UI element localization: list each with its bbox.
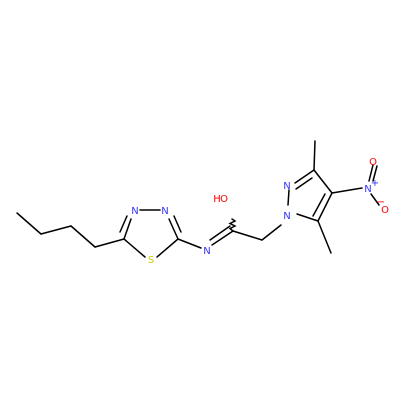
bond-butyl-2 xyxy=(40,225,72,235)
atom-label-n: N xyxy=(203,246,210,257)
butyl-chain xyxy=(16,212,125,248)
atom-label-n: N xyxy=(283,211,290,222)
bond-nitro-o-top xyxy=(368,164,374,182)
bond-n2-c3 xyxy=(294,169,315,184)
bond-c3-c4 xyxy=(313,169,333,194)
bond-c2-s xyxy=(156,238,179,258)
bond-c5-s xyxy=(123,238,146,258)
bond-c5-n4 xyxy=(123,218,132,240)
bond-ch2-pyrazole-n1 xyxy=(261,224,282,241)
atom-label-n: N xyxy=(283,181,290,192)
thiadiazole-ring xyxy=(119,209,182,258)
bond-n3-c2-double xyxy=(173,215,182,233)
bond-c5-methyl xyxy=(317,220,332,254)
atom-charge-minus: − xyxy=(377,197,385,208)
bond-c5-n4-double xyxy=(119,215,128,233)
nitro-group xyxy=(368,164,380,206)
imidic-linker xyxy=(177,218,282,249)
bond-c4-c5 xyxy=(317,192,333,222)
bond-nitro-o-top-double xyxy=(372,165,378,182)
atom-label-s: S xyxy=(148,255,154,266)
bond-n3-c2 xyxy=(168,218,179,240)
atom-label-n: N xyxy=(131,206,138,217)
bond-butyl-4 xyxy=(94,238,125,248)
atom-label-o: O xyxy=(369,157,377,168)
bond-c-ch2 xyxy=(232,230,263,241)
bond-butyl-1 xyxy=(16,212,42,235)
bond-butyl-3 xyxy=(70,225,96,248)
atom-label-n: N xyxy=(364,184,371,195)
bond-imine-n-c-double xyxy=(209,225,231,241)
atom-charge-plus: + xyxy=(371,178,379,189)
bond-imine-n-c xyxy=(211,230,234,246)
bond-n1-n2 xyxy=(287,189,290,206)
pyrazole-ring xyxy=(287,140,363,254)
atom-label-o: O xyxy=(381,205,389,216)
bond-c4-c5-double xyxy=(312,193,326,217)
bond-n2-c3-double xyxy=(295,177,313,190)
atom-label-o: O xyxy=(220,194,228,205)
bond-c2-imine-n xyxy=(177,238,202,249)
atom-label-n: N xyxy=(161,206,168,217)
bond-c5-n1 xyxy=(296,213,319,222)
bond-c3-methyl xyxy=(313,140,316,171)
atom-label-h: H xyxy=(213,194,221,205)
bond-c-oh-wavy xyxy=(228,218,237,232)
atom-labels: N N S N H O N N N + O O − xyxy=(131,157,389,266)
bond-nitro-o-bottom xyxy=(370,193,380,206)
bond-c4-nitro-n xyxy=(331,187,363,194)
